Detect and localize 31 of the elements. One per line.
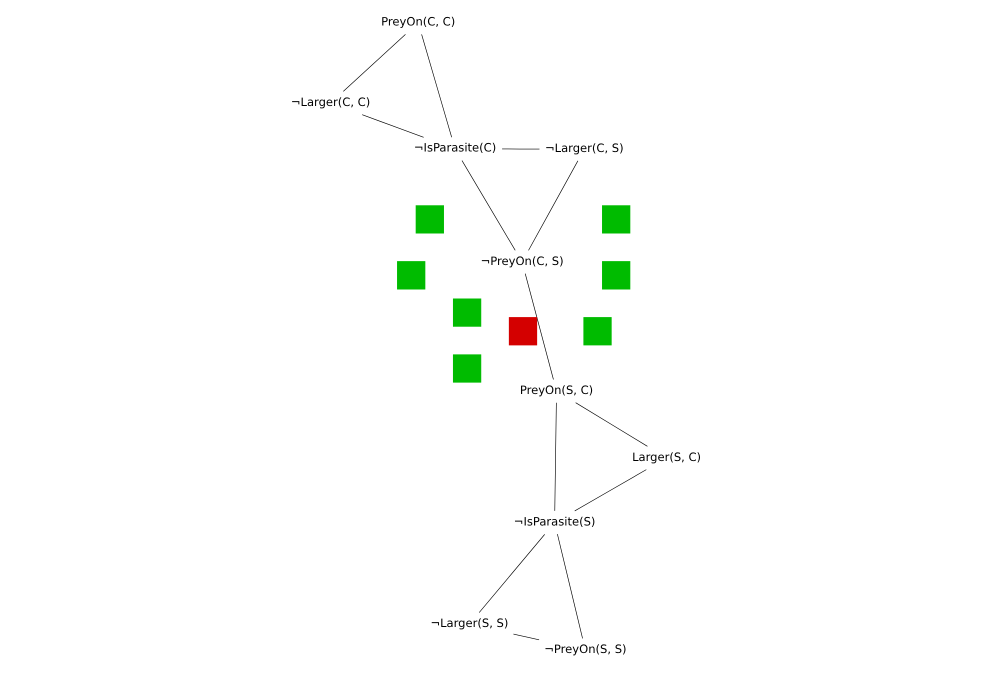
node-box bbox=[452, 354, 481, 383]
connector bbox=[478, 534, 545, 613]
connector bbox=[574, 402, 648, 447]
node-box bbox=[582, 317, 612, 346]
node-box bbox=[452, 298, 481, 327]
node-text: ¬PreyOn(C, S) bbox=[480, 254, 564, 268]
connector bbox=[554, 402, 556, 512]
node-text: ¬Larger(S, S) bbox=[430, 616, 508, 630]
connector bbox=[342, 34, 406, 92]
connector bbox=[574, 469, 646, 512]
connector bbox=[524, 273, 554, 380]
connector bbox=[512, 634, 539, 640]
node-text: Larger(S, C) bbox=[632, 450, 701, 464]
connector bbox=[420, 34, 452, 138]
node-text: ¬Larger(C, S) bbox=[544, 140, 624, 155]
connector bbox=[461, 160, 516, 251]
node-text: ¬IsParasite(S) bbox=[513, 514, 595, 528]
connector bbox=[528, 160, 578, 251]
node-box bbox=[508, 317, 537, 346]
node-box bbox=[602, 205, 630, 234]
node-text: PreyOn(S, C) bbox=[519, 382, 593, 397]
node-text: ¬PreyOn(S, S) bbox=[544, 642, 626, 656]
node-text: PreyOn(C, C) bbox=[380, 14, 455, 29]
node-text: ¬IsParasite(C) bbox=[413, 140, 496, 155]
node-box bbox=[602, 261, 630, 290]
connector bbox=[501, 148, 540, 150]
connector bbox=[556, 534, 582, 639]
node-text: ¬Larger(C, C) bbox=[290, 94, 370, 109]
node-box bbox=[396, 261, 425, 290]
connector bbox=[361, 114, 424, 138]
node-box bbox=[415, 205, 444, 234]
